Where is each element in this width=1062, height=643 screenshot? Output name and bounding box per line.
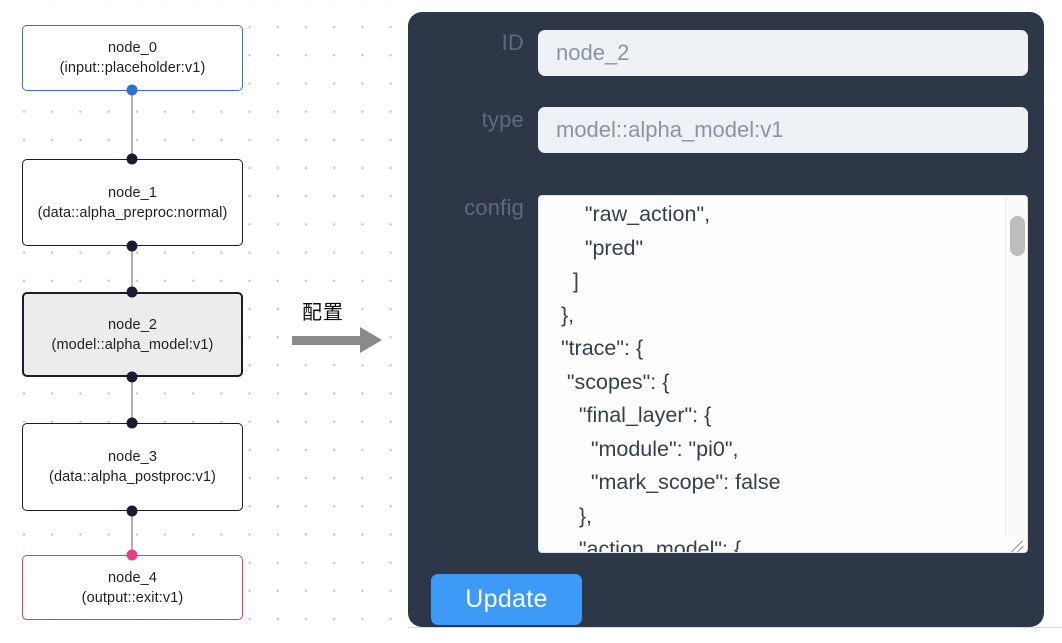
config-scrollbar[interactable] xyxy=(1005,196,1027,536)
node-label-type: (data::alpha_postproc:v1) xyxy=(49,469,216,485)
node_0-output-handle[interactable] xyxy=(126,84,138,96)
node_2-input-handle[interactable] xyxy=(126,286,138,298)
graph-node-node_0[interactable]: node_0 (input::placeholder:v1) xyxy=(22,25,243,91)
node-label-type: (input::placeholder:v1) xyxy=(59,60,206,76)
node-label-id: node_4 xyxy=(108,569,157,586)
node_1-input-handle[interactable] xyxy=(126,153,138,165)
node-inspector-panel: ID type config "raw_action", "pred" ] },… xyxy=(408,12,1044,627)
graph-node-node_3[interactable]: node_3 (data::alpha_postproc:v1) xyxy=(22,423,243,511)
canvas-bottom-strip xyxy=(0,628,1062,643)
graph-node-node_4[interactable]: node_4 (output::exit:v1) xyxy=(22,555,243,620)
arrow-shaft-icon xyxy=(292,336,364,345)
node-label-id: node_3 xyxy=(108,449,157,465)
update-button[interactable]: Update xyxy=(431,574,582,625)
node-label-type: (output::exit:v1) xyxy=(81,589,184,606)
node-label-id: node_2 xyxy=(108,316,157,333)
node-label-id: node_0 xyxy=(108,40,157,56)
id-input[interactable] xyxy=(538,30,1028,76)
panel-bottom-divider xyxy=(408,626,1062,628)
edge-node2-node3 xyxy=(131,377,133,423)
type-field-label: type xyxy=(481,107,524,132)
transition-arrow-group: 配置 xyxy=(288,296,392,358)
id-field-row: ID xyxy=(428,30,1028,76)
edge-node1-node2 xyxy=(131,246,133,292)
edge-node3-node4 xyxy=(131,511,133,555)
config-field-label: config xyxy=(464,195,524,220)
type-input[interactable] xyxy=(538,107,1028,153)
resize-handle-icon[interactable] xyxy=(1006,531,1026,552)
id-field-label: ID xyxy=(501,30,524,55)
type-field-row: type xyxy=(428,107,1028,153)
config-textarea-wrapper: "raw_action", "pred" ] }, "trace": { "sc… xyxy=(538,195,1028,553)
node_1-output-handle[interactable] xyxy=(126,240,138,252)
node_4-input-handle[interactable] xyxy=(126,549,138,561)
graph-node-node_2[interactable]: node_2 (model::alpha_model:v1) xyxy=(22,292,243,377)
config-textarea[interactable]: "raw_action", "pred" ] }, "trace": { "sc… xyxy=(539,196,1009,552)
node_3-output-handle[interactable] xyxy=(126,505,138,517)
edge-node0-node1 xyxy=(131,90,133,159)
config-field-row: config "raw_action", "pred" ] }, "trace"… xyxy=(428,195,1028,553)
node-label-type: (model::alpha_model:v1) xyxy=(51,336,214,353)
node-label-type: (data::alpha_preproc:normal) xyxy=(37,204,228,221)
config-scrollbar-thumb[interactable] xyxy=(1010,216,1025,256)
node_2-output-handle[interactable] xyxy=(126,371,138,383)
node-label-id: node_1 xyxy=(108,184,157,201)
node_3-input-handle[interactable] xyxy=(126,417,138,429)
transition-caption: 配置 xyxy=(302,300,344,324)
right-arrow-icon xyxy=(360,327,382,353)
graph-node-node_1[interactable]: node_1 (data::alpha_preproc:normal) xyxy=(22,159,243,246)
